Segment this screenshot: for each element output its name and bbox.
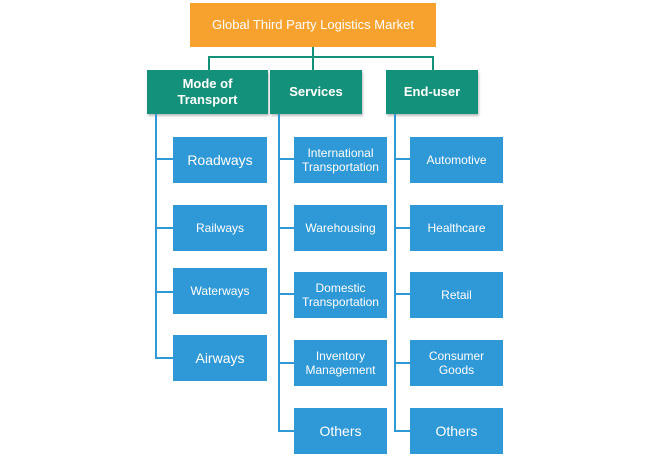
leaf-label: Automotive xyxy=(426,152,487,167)
category-end-user: End-user xyxy=(386,70,478,114)
leaf-label: Retail xyxy=(441,287,472,302)
cat-drop-line-3 xyxy=(432,56,434,70)
transport-branch-line xyxy=(155,357,173,359)
leaf-label: Airways xyxy=(195,349,245,366)
enduser-branch-line xyxy=(394,362,410,364)
category-label: Mode of Transport xyxy=(177,76,238,107)
transport-branch-line xyxy=(155,158,173,160)
transport-branch-line xyxy=(155,227,173,229)
root-branch-line xyxy=(208,56,434,58)
enduser-branch-line xyxy=(394,430,410,432)
root-node: Global Third Party Logistics Market xyxy=(190,3,436,47)
leaf-label: Domestic Transportation xyxy=(302,280,379,309)
enduser-spine-line xyxy=(394,114,396,432)
services-branch-line xyxy=(278,227,294,229)
leaf-airways: Airways xyxy=(173,335,267,381)
services-branch-line xyxy=(278,293,294,295)
category-services: Services xyxy=(270,70,362,114)
leaf-others-services: Others xyxy=(294,408,387,454)
leaf-automotive: Automotive xyxy=(410,137,503,183)
leaf-label: Inventory Management xyxy=(305,348,376,377)
cat-drop-line-1 xyxy=(208,56,210,70)
category-label: Services xyxy=(289,84,343,100)
leaf-label: Others xyxy=(435,422,478,439)
transport-spine-line xyxy=(155,114,157,359)
leaf-roadways: Roadways xyxy=(173,137,267,183)
leaf-waterways: Waterways xyxy=(173,268,267,314)
leaf-others-enduser: Others xyxy=(410,408,503,454)
services-branch-line xyxy=(278,158,294,160)
leaf-label: Others xyxy=(319,422,362,439)
enduser-branch-line xyxy=(394,158,410,160)
leaf-label: Railways xyxy=(195,220,244,235)
enduser-branch-line xyxy=(394,227,410,229)
category-mode-of-transport: Mode of Transport xyxy=(147,70,268,114)
leaf-label: Waterways xyxy=(190,283,250,298)
leaf-label: Warehousing xyxy=(305,220,376,235)
enduser-branch-line xyxy=(394,293,410,295)
leaf-inventory-management: Inventory Management xyxy=(294,340,387,386)
leaf-label: Healthcare xyxy=(427,220,486,235)
transport-branch-line xyxy=(155,291,173,293)
leaf-domestic-transportation: Domestic Transportation xyxy=(294,272,387,318)
leaf-international-transportation: International Transportation xyxy=(294,137,387,183)
services-branch-line xyxy=(278,362,294,364)
leaf-label: Consumer Goods xyxy=(428,348,485,377)
category-label: End-user xyxy=(403,84,461,100)
leaf-label: International Transportation xyxy=(302,145,379,174)
leaf-railways: Railways xyxy=(173,205,267,251)
leaf-consumer-goods: Consumer Goods xyxy=(410,340,503,386)
services-branch-line xyxy=(278,430,294,432)
leaf-healthcare: Healthcare xyxy=(410,205,503,251)
leaf-label: Roadways xyxy=(187,151,253,168)
leaf-warehousing: Warehousing xyxy=(294,205,387,251)
leaf-retail: Retail xyxy=(410,272,503,318)
root-stem-line xyxy=(312,47,314,57)
root-title: Global Third Party Logistics Market xyxy=(211,17,415,33)
services-spine-line xyxy=(278,114,280,432)
cat-drop-line-2 xyxy=(312,56,314,70)
